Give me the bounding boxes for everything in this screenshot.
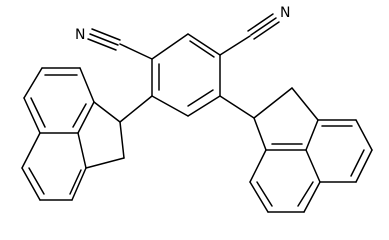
bond (119, 121, 125, 159)
bond (219, 95, 255, 119)
aromatic-bond (69, 169, 82, 195)
triple-bond (89, 33, 119, 46)
aromatic-bond (187, 89, 214, 107)
bond (253, 117, 267, 151)
bond (303, 181, 321, 213)
bond (219, 35, 251, 56)
bond (355, 149, 373, 183)
bond (79, 67, 95, 103)
bond (355, 119, 373, 151)
nitrile-n-right: N (280, 5, 290, 21)
bond (93, 101, 121, 123)
bond (119, 43, 153, 60)
acenaphthenyl-right (219, 87, 373, 213)
acenaphthenyl-left (21, 67, 153, 201)
nitrile-right (219, 13, 280, 56)
chemical-structure: N N (21, 5, 373, 213)
bond (71, 167, 87, 201)
triple-bond (87, 38, 117, 51)
triple-bond (91, 28, 121, 41)
bond (77, 132, 87, 169)
bond (23, 97, 41, 134)
bond (249, 181, 269, 213)
bond (151, 95, 189, 117)
nitrile-left (87, 28, 153, 60)
bond (187, 95, 221, 117)
bond (77, 101, 95, 134)
bond (119, 95, 153, 123)
triple-bond (253, 21, 280, 40)
triple-bond (250, 17, 277, 36)
bond (305, 119, 319, 151)
bond (187, 33, 221, 56)
aromatic-bond (189, 40, 215, 58)
aromatic-bond (350, 149, 365, 177)
aromatic-bond (297, 181, 314, 207)
aromatic-bond (72, 103, 87, 128)
bond (23, 67, 43, 99)
bond (151, 33, 189, 60)
triple-bond (247, 13, 274, 32)
bond (21, 132, 41, 169)
bond (21, 167, 41, 201)
aromatic-bond (30, 97, 46, 128)
nitrile-n-left: N (75, 27, 85, 43)
bond (291, 87, 319, 121)
aromatic-bond (256, 181, 273, 207)
bond (305, 149, 321, 183)
central-benzene-ring (151, 33, 221, 117)
aromatic-bond (28, 167, 45, 195)
bond (85, 157, 125, 169)
bond (249, 149, 267, 183)
bond (253, 87, 293, 119)
